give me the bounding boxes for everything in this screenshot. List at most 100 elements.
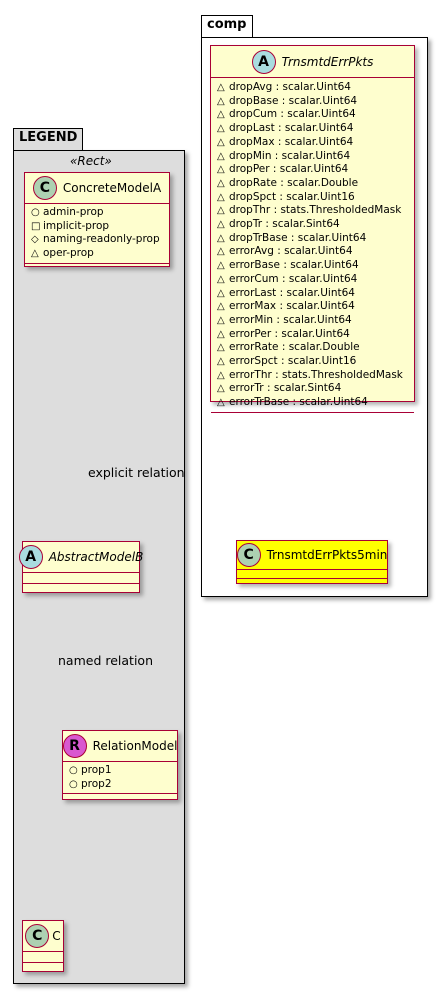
attribute-list: △ dropAvg : scalar.Uint64 △ dropBase : scal… bbox=[211, 78, 414, 413]
class-abstract-model-b[interactable]: A AbstractModelB bbox=[18, 541, 143, 593]
visibility-package-icon: △ bbox=[217, 82, 225, 93]
visibility-package-icon: △ bbox=[217, 191, 225, 203]
visibility-public-icon: ○ bbox=[69, 765, 78, 776]
attribute-text: errorMin : scalar.Uint64 bbox=[229, 313, 352, 326]
attribute-row: △ errorBase : scalar.Uint64 bbox=[217, 259, 414, 273]
visibility-package-icon: △ bbox=[217, 219, 225, 231]
attribute-text: dropLast : scalar.Uint64 bbox=[229, 122, 354, 135]
attribute-row: △ errorTr : scalar.Sint64 bbox=[217, 382, 414, 396]
class-a-icon: A bbox=[18, 545, 43, 569]
class-concrete-model-a[interactable]: C ConcreteModelA ○admin-prop □implicit-p… bbox=[24, 172, 170, 267]
attribute-row: ○prop2 bbox=[69, 777, 112, 790]
visibility-package-icon: △ bbox=[217, 342, 225, 354]
visibility-package-icon: △ bbox=[217, 397, 225, 409]
attribute-text: dropThr : stats.ThresholdedMask bbox=[229, 204, 402, 217]
attribute-text: errorCum : scalar.Uint64 bbox=[229, 272, 358, 285]
attribute-text: dropBase : scalar.Uint64 bbox=[229, 94, 358, 107]
visibility-package-icon: △ bbox=[217, 301, 225, 313]
attribute-text: dropRate : scalar.Double bbox=[229, 176, 359, 189]
visibility-package-icon: △ bbox=[217, 164, 225, 176]
attribute-text: dropCum : scalar.Uint64 bbox=[229, 108, 356, 121]
visibility-package-icon: △ bbox=[217, 123, 225, 135]
attribute-text: errorSpct : scalar.Uint16 bbox=[229, 355, 357, 368]
attribute-row: △errorPer : scalar.Uint64 bbox=[217, 328, 414, 342]
attribute-text: errorMax : scalar.Uint64 bbox=[229, 300, 355, 313]
explicit-relation-label: explicit relation bbox=[88, 465, 185, 480]
class-name: TrnsmtdErrPkts bbox=[281, 54, 374, 69]
visibility-protected-icon: ◇ bbox=[31, 234, 39, 246]
attribute-row: △ dropBase : scalar.Uint64 bbox=[217, 95, 414, 109]
attribute-row: ○prop1 bbox=[69, 764, 112, 776]
attribute-text: dropPer : scalar.Uint64 bbox=[229, 163, 349, 176]
attribute-row: △ errorRate : scalar.Double bbox=[217, 341, 414, 355]
visibility-package-icon: △ bbox=[217, 232, 225, 244]
visibility-package-icon: △ bbox=[217, 260, 225, 272]
attribute-text: dropTr : scalar.Sint64 bbox=[229, 218, 340, 231]
class-r-icon: R bbox=[62, 734, 87, 758]
attribute-row: ◇naming-readonly-prop bbox=[31, 233, 160, 246]
attribute-row: △ errorThr : stats.ThresholdedMask bbox=[217, 369, 414, 383]
visibility-package-icon: △ bbox=[217, 273, 225, 285]
attribute-text: errorAvg : scalar.Uint64 bbox=[229, 245, 353, 258]
attribute-row: △ dropThr : stats.ThresholdedMask bbox=[217, 204, 414, 218]
attribute-row: △ dropCum : scalar.Uint64 bbox=[217, 108, 414, 122]
attribute-row: △ dropLast : scalar.Uint64 bbox=[217, 122, 414, 136]
class-relation-model[interactable]: R RelationModel ○prop1 ○prop2 bbox=[62, 730, 178, 800]
comp-package-tab: comp bbox=[201, 15, 253, 38]
class-name: ConcreteModelA bbox=[62, 181, 162, 195]
visibility-package-icon: △ bbox=[217, 95, 225, 107]
attribute-row: △ dropRate : scalar.Double bbox=[217, 177, 414, 191]
visibility-public-icon: ○ bbox=[69, 778, 78, 790]
visibility-package-icon: △ bbox=[217, 383, 225, 395]
visibility-package-icon: △ bbox=[217, 205, 225, 217]
attribute-text: errorTrBase : scalar.Uint64 bbox=[229, 396, 368, 409]
class-c-icon: C bbox=[236, 543, 261, 567]
attribute-row: △ errorMax : scalar.Uint64 bbox=[217, 300, 414, 314]
attribute-row: △ errorCum : scalar.Uint64 bbox=[217, 273, 414, 287]
visibility-package-icon: △ bbox=[217, 109, 225, 121]
visibility-package-icon: △ bbox=[217, 356, 225, 368]
visibility-package-icon: △ bbox=[31, 248, 39, 260]
class-trnsmtd-err-pkts[interactable]: A TrnsmtdErrPkts △dropAvg : scalar.Uint6… bbox=[210, 45, 415, 413]
attribute-row: △ errorSpct : scalar.Uint16 bbox=[217, 355, 414, 369]
attribute-row: △dropMin : scalar.Uint64 bbox=[217, 150, 414, 164]
attribute-row: △ errorMin : scalar.Uint64 bbox=[217, 314, 414, 328]
class-trnsmtd-err-pkts-5min[interactable]: C TrnsmtdErrPkts5min bbox=[236, 540, 388, 584]
visibility-package-icon: △ bbox=[217, 314, 225, 326]
attribute-text: dropAvg : scalar.Uint64 bbox=[229, 81, 351, 93]
attribute-text: errorTr : scalar.Sint64 bbox=[229, 382, 342, 395]
attribute-row: □implicit-prop bbox=[31, 219, 110, 232]
class-c-icon: C bbox=[32, 176, 57, 200]
class-name: AbstractModelB bbox=[48, 550, 144, 564]
visibility-package-icon: △ bbox=[217, 177, 225, 189]
attribute-text: dropTrBase : scalar.Uint64 bbox=[229, 231, 367, 244]
legend-stereotype: «Rect» bbox=[70, 154, 112, 168]
class-name: C bbox=[52, 929, 61, 943]
visibility-package-icon: △ bbox=[217, 369, 225, 381]
attribute-row: △ dropAvg : scalar.Uint64 bbox=[217, 81, 414, 95]
attribute-row: △dropMax : scalar.Uint64 bbox=[217, 136, 414, 150]
attribute-row: △ dropPer : scalar.Uint64 bbox=[217, 163, 414, 177]
named-relation-label: named relation bbox=[58, 653, 153, 668]
legend-package-name: LEGEND bbox=[19, 130, 78, 145]
visibility-package-icon: △ bbox=[217, 328, 225, 340]
attribute-row: △ dropTrBase : scalar.Uint64 bbox=[217, 232, 414, 246]
attribute-text: errorLast : scalar.Uint64 bbox=[229, 286, 355, 299]
class-name: TrnsmtdErrPkts5min bbox=[266, 548, 388, 562]
attribute-row: △ errorAvg : scalar.Uint64 bbox=[217, 245, 414, 259]
attribute-text: errorBase : scalar.Uint64 bbox=[229, 259, 359, 272]
visibility-package-icon: △ bbox=[217, 246, 225, 258]
class-name: RelationModel bbox=[92, 739, 178, 753]
visibility-package-icon: △ bbox=[217, 150, 225, 162]
attribute-text: errorThr : stats.ThresholdedMask bbox=[229, 368, 403, 381]
comp-package-name: comp bbox=[207, 17, 247, 32]
attribute-row: △errorLast : scalar.Uint64 bbox=[217, 287, 414, 301]
class-c[interactable]: C C bbox=[22, 920, 64, 972]
class-c-icon: C bbox=[25, 924, 50, 948]
attribute-row: △ dropTr : scalar.Sint64 bbox=[217, 218, 414, 232]
attribute-row: △dropSpct : scalar.Uint16 bbox=[217, 191, 414, 205]
attribute-row: ○admin-prop bbox=[31, 206, 104, 218]
attribute-text: errorRate : scalar.Double bbox=[229, 341, 360, 354]
visibility-package-icon: △ bbox=[217, 136, 225, 148]
visibility-public-icon: ○ bbox=[31, 207, 40, 218]
